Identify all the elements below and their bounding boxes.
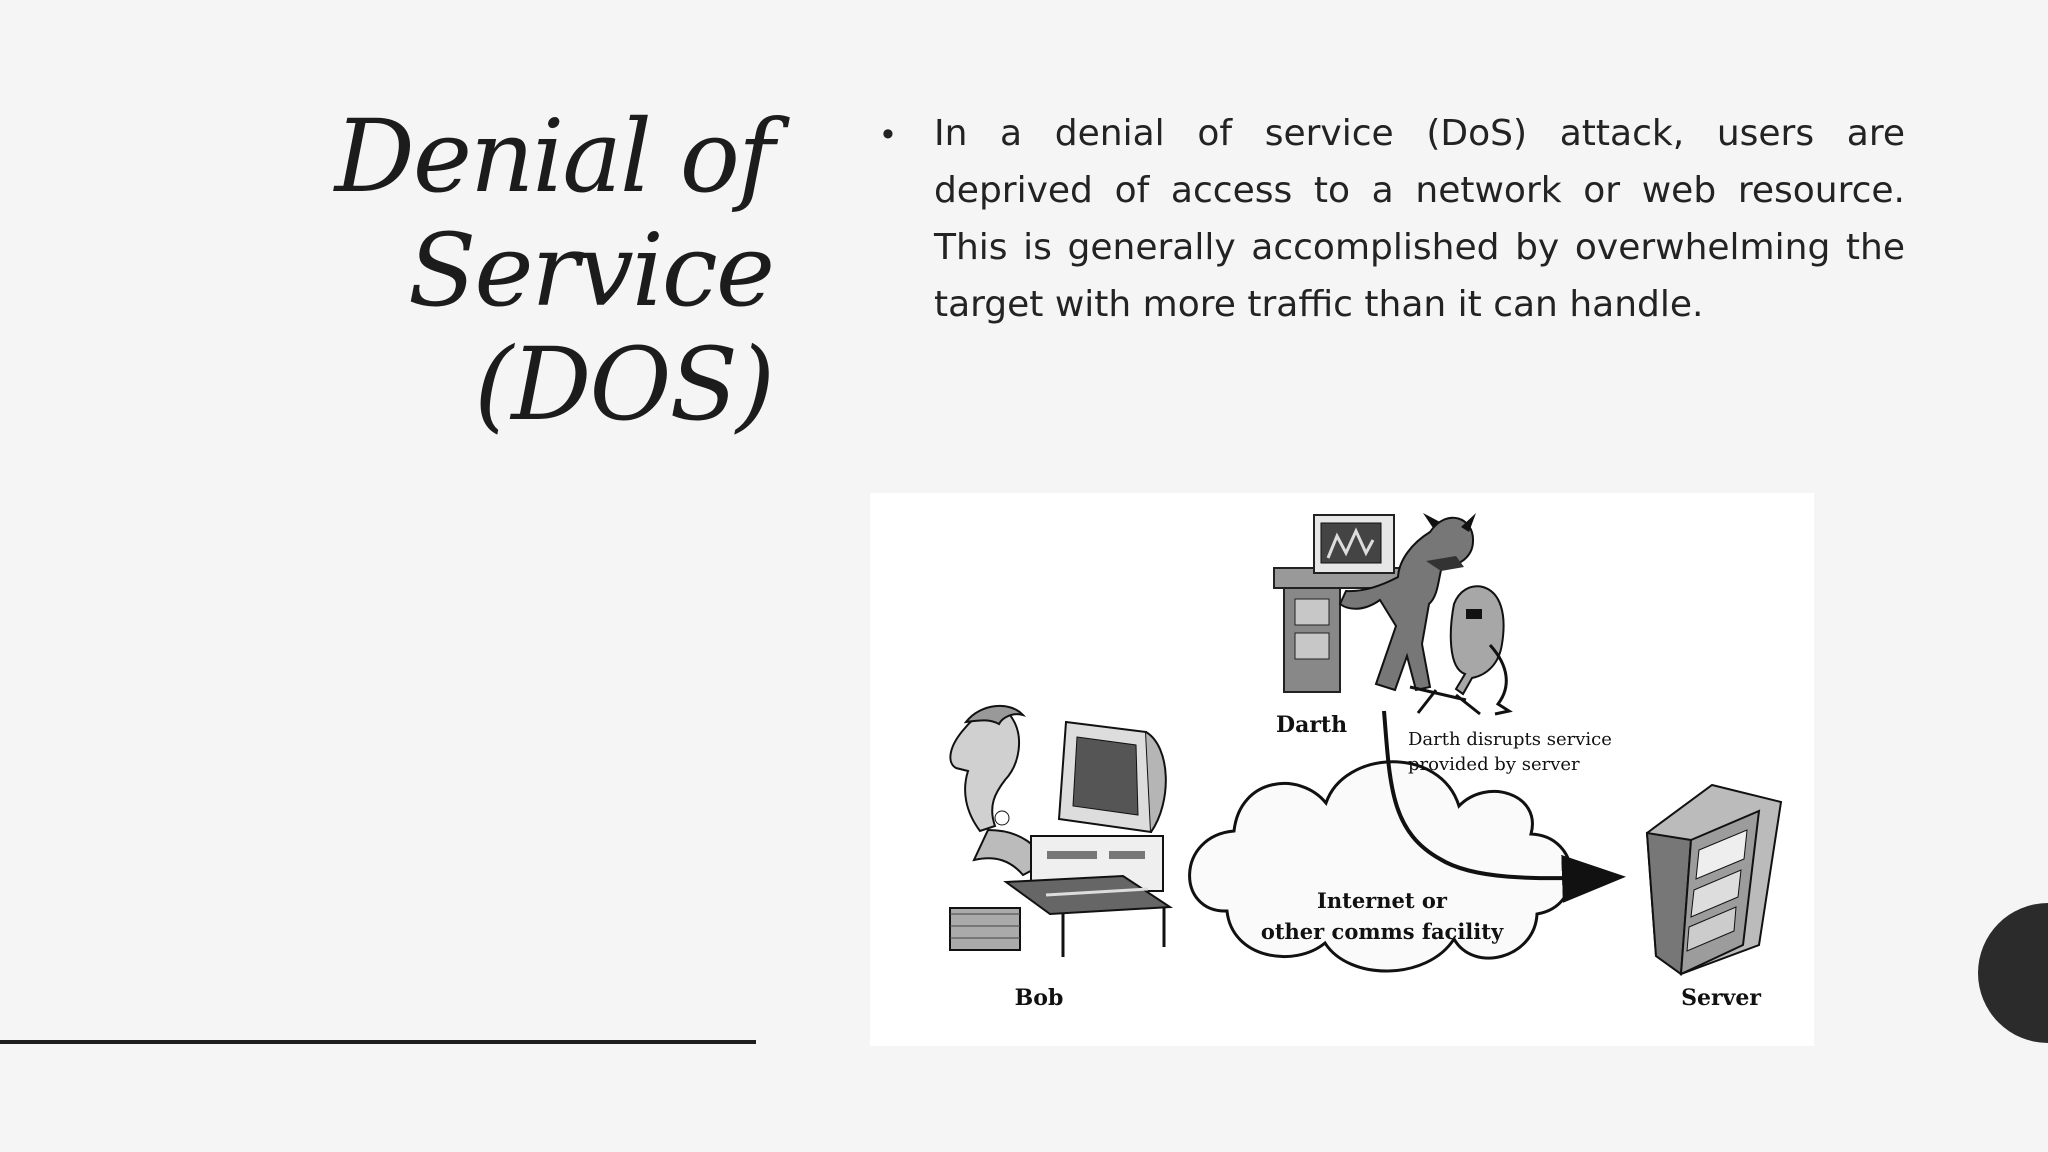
cloud-label-line-1: Internet or — [1317, 888, 1448, 913]
darth-annotation-line-1: Darth disrupts service — [1408, 729, 1612, 750]
title-line-3: (DOS) — [474, 326, 775, 443]
title-line-1: Denial of — [334, 98, 775, 215]
bullet-text: In a denial of service (DoS) attack, use… — [933, 113, 1905, 325]
attack-arrow — [1382, 710, 1626, 903]
internet-cloud — [1188, 760, 1573, 973]
bullet-marker: • — [882, 115, 894, 153]
darth-annotation-line-2: provided by server — [1408, 754, 1580, 775]
dos-diagram-svg: Darth Darth disrupts service provided by… — [949, 513, 1783, 1011]
darth-label: Darth — [1276, 712, 1347, 738]
server-label: Server — [1681, 985, 1761, 1011]
bob-label: Bob — [1015, 985, 1064, 1011]
bob-figure — [949, 704, 1174, 957]
server-figure — [1645, 783, 1783, 976]
dos-diagram: Darth Darth disrupts service provided by… — [870, 493, 1814, 1046]
cloud-label-line-2: other comms facility — [1261, 919, 1504, 944]
title-line-2: Service — [407, 212, 775, 329]
title-underline — [0, 1040, 756, 1044]
decorative-circle — [1978, 903, 2048, 1043]
bullet-list: • In a denial of service (DoS) attack, u… — [882, 105, 1905, 333]
darth-figure — [1273, 513, 1513, 716]
slide-title: Denial of Service (DOS) — [253, 98, 775, 443]
